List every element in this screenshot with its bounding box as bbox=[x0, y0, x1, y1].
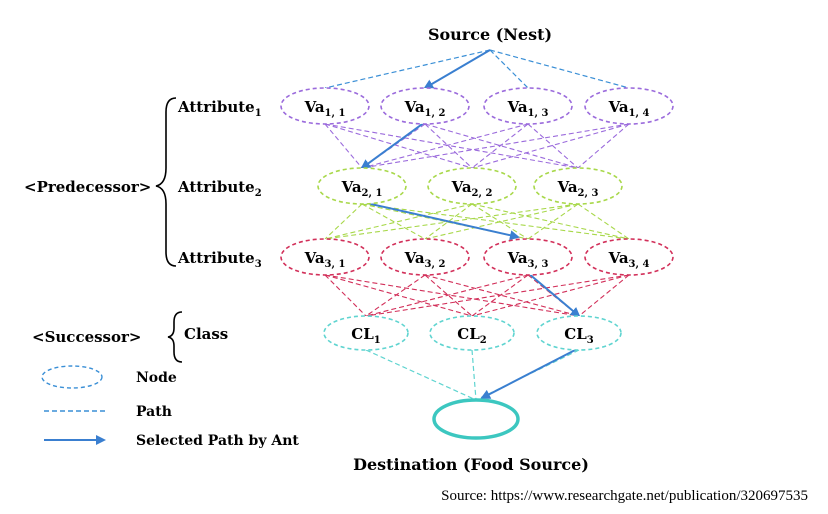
node-label: Va2, 2 bbox=[451, 178, 493, 199]
node-label: Va3, 3 bbox=[507, 249, 549, 270]
selected-path-arrow bbox=[527, 272, 581, 318]
source-citation: Source: https://www.researchgate.net/pub… bbox=[441, 488, 808, 504]
node-ellipse bbox=[483, 238, 573, 276]
path-edge bbox=[324, 123, 363, 169]
destination-label: Destination (Food Source) bbox=[353, 455, 589, 474]
path-edge bbox=[324, 274, 473, 317]
selected-path-arrow bbox=[480, 347, 580, 399]
path-edge bbox=[424, 203, 473, 240]
node-ellipse bbox=[584, 87, 674, 125]
node-ellipse bbox=[584, 238, 674, 276]
selected-path-arrow bbox=[360, 121, 426, 170]
node-label: Va2, 3 bbox=[557, 178, 599, 199]
path-edge bbox=[578, 274, 630, 317]
node-ellipse bbox=[427, 167, 517, 205]
selected-path bbox=[360, 49, 581, 399]
node-label: Va1, 4 bbox=[608, 98, 650, 119]
selected-path-arrow bbox=[361, 201, 520, 241]
path-edge bbox=[324, 274, 580, 317]
path-edge bbox=[324, 203, 473, 240]
path-edge bbox=[324, 203, 363, 240]
path-edge bbox=[424, 123, 579, 169]
path-edge bbox=[324, 123, 579, 169]
path-edge bbox=[324, 123, 473, 169]
predecessor-brace bbox=[155, 97, 177, 267]
node-label: CL2 bbox=[457, 325, 487, 346]
diagram-nodes: Va1, 1 Va1, 2 Va1, 3 Va1, 4 Va2, 1 Va2, 2 Va2,… bbox=[280, 87, 674, 440]
path-edge bbox=[361, 123, 529, 169]
path-edge bbox=[324, 49, 491, 89]
path-edge bbox=[365, 274, 630, 317]
selected-path-arrow bbox=[423, 49, 491, 90]
layer-label: Attribute2 bbox=[177, 178, 262, 199]
successor-label: <Successor> bbox=[32, 328, 141, 346]
node-ellipse bbox=[380, 87, 470, 125]
node-ellipse bbox=[280, 238, 370, 276]
path-edge bbox=[424, 123, 473, 169]
legend: Node Path Selected Path by Ant bbox=[41, 365, 299, 449]
node-ellipse bbox=[536, 315, 622, 351]
node-label: CL1 bbox=[351, 325, 380, 346]
path-edge bbox=[424, 274, 473, 317]
legend-node-label: Node bbox=[136, 370, 177, 386]
path-edge bbox=[471, 123, 529, 169]
node-label: Va3, 1 bbox=[304, 249, 346, 270]
path-edge bbox=[471, 203, 529, 240]
predecessor-label: <Predecessor> bbox=[24, 178, 151, 196]
path-edge bbox=[324, 203, 579, 240]
path-edge bbox=[361, 203, 426, 240]
source-nest-label: Source (Nest) bbox=[428, 25, 552, 44]
node-ellipse bbox=[317, 167, 407, 205]
legend-path-label: Path bbox=[136, 404, 172, 420]
path-edge bbox=[577, 123, 630, 169]
layer-label: Class bbox=[184, 325, 228, 343]
path-edge bbox=[489, 49, 630, 89]
node-ellipse bbox=[380, 238, 470, 276]
path-edge bbox=[527, 203, 579, 240]
path-edge bbox=[365, 274, 529, 317]
path-edge bbox=[424, 203, 579, 240]
legend-node-symbol bbox=[41, 365, 103, 389]
node-ellipse bbox=[323, 315, 409, 351]
path-edge bbox=[361, 203, 630, 240]
layer-label: Attribute1 bbox=[177, 98, 262, 119]
layer-label: Attribute3 bbox=[177, 249, 262, 270]
node-label: CL3 bbox=[564, 325, 594, 346]
node-ellipse bbox=[280, 87, 370, 125]
path-edge bbox=[471, 274, 630, 317]
path-edge bbox=[361, 123, 630, 169]
node-ellipse bbox=[429, 315, 515, 351]
path-edge bbox=[324, 274, 367, 317]
node-label: Va3, 2 bbox=[404, 249, 446, 270]
node-ellipse bbox=[483, 87, 573, 125]
path-edge bbox=[365, 274, 426, 317]
node-ellipse bbox=[533, 167, 623, 205]
node-label: Va2, 1 bbox=[341, 178, 383, 199]
path-edge bbox=[471, 123, 630, 169]
path-edge bbox=[489, 49, 529, 89]
path-edge bbox=[471, 349, 477, 401]
node-label: Va1, 3 bbox=[507, 98, 549, 119]
node-label: Va3, 4 bbox=[608, 249, 650, 270]
path-edge bbox=[365, 349, 477, 401]
node-label: Va1, 2 bbox=[404, 98, 446, 119]
successor-brace bbox=[167, 311, 183, 363]
path-edge bbox=[471, 203, 630, 240]
destination-node bbox=[432, 398, 520, 440]
node-label: Va1, 1 bbox=[304, 98, 346, 119]
path-edge bbox=[577, 203, 630, 240]
path-edge bbox=[527, 123, 579, 169]
legend-arrow-label: Selected Path by Ant bbox=[136, 433, 299, 449]
path-edge bbox=[424, 274, 580, 317]
